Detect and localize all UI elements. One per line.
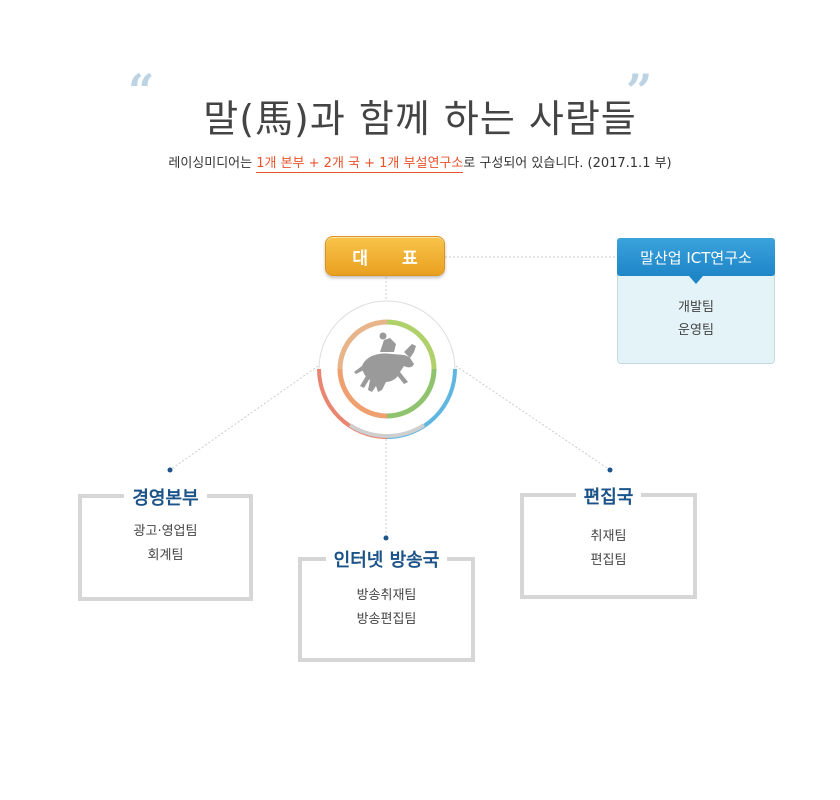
dept-team-list-broadcasting: 방송취재팀 방송편집팀 <box>298 584 475 632</box>
ceo-button[interactable]: 대 표 <box>325 236 445 276</box>
right-dept-dot <box>607 467 613 473</box>
center-dept-dot <box>383 535 389 541</box>
dept-team-item: 편집팀 <box>590 553 627 568</box>
dept-team-item: 광고·영업팀 <box>133 524 198 539</box>
dept-team-item: 회계팀 <box>147 548 184 563</box>
ict-lab-title[interactable]: 말산업 ICT연구소 <box>617 238 775 276</box>
ict-team-list: 개발팀 운영팀 <box>617 296 775 342</box>
left-dept-dot <box>167 467 173 473</box>
dept-title-wrap-editorial: 편집국 <box>520 483 697 509</box>
close-quote-mark: ” <box>626 64 653 118</box>
ict-team-item: 개발팀 <box>678 300 714 315</box>
dept-team-list-editorial: 취재팀 편집팀 <box>520 525 697 573</box>
dept-team-item: 취재팀 <box>590 529 627 544</box>
dept-title-editorial[interactable]: 편집국 <box>575 483 642 509</box>
title-area: “ 말(馬)과 함께 하는 사람들 ” <box>0 64 840 141</box>
ict-team-item: 운영팀 <box>678 323 714 338</box>
dept-team-item: 방송편집팀 <box>356 612 417 627</box>
dept-team-item: 방송취재팀 <box>356 588 417 603</box>
dept-title-wrap-broadcasting: 인터넷 방송국 <box>298 546 475 572</box>
ceo-label: 대 표 <box>352 248 432 269</box>
open-quote-mark: “ <box>128 64 155 118</box>
horse-jockey-icon <box>354 332 416 392</box>
dept-title-management[interactable]: 경영본부 <box>124 484 207 510</box>
dept-title-broadcasting[interactable]: 인터넷 방송국 <box>325 546 448 572</box>
ict-header-arrow <box>689 276 703 284</box>
logo-left-connector <box>169 365 319 471</box>
subtitle-prefix: 레이싱미디어는 <box>168 156 257 171</box>
ict-lab-title-text: 말산업 ICT연구소 <box>640 248 752 267</box>
page-title: 말(馬)과 함께 하는 사람들 <box>203 97 637 141</box>
dept-title-wrap-management: 경영본부 <box>78 484 253 510</box>
subtitle-highlight: 1개 본부 + 2개 국 + 1개 부설연구소 <box>256 156 464 173</box>
subtitle-suffix: 로 구성되어 있습니다. (2017.1.1 부) <box>463 156 672 171</box>
subtitle: 레이싱미디어는 1개 본부 + 2개 국 + 1개 부설연구소로 구성되어 있습… <box>0 152 840 173</box>
logo-right-connector <box>455 365 611 471</box>
dept-team-list-management: 광고·영업팀 회계팀 <box>78 520 253 568</box>
